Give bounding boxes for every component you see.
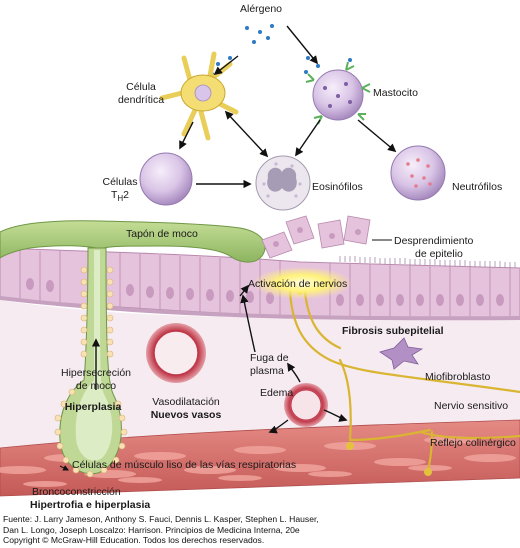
vasodilation-vessel bbox=[146, 323, 206, 383]
shed-epithelial-cells bbox=[261, 215, 371, 259]
th2-cell bbox=[139, 152, 193, 206]
edema-vessel bbox=[284, 383, 328, 427]
label-hyperplasia: Hiperplasia bbox=[65, 401, 122, 413]
label-subepithelial-fibrosis: Fibrosis subepitelial bbox=[342, 325, 444, 337]
credit-line-2: Dan L. Longo, Joseph Loscalzo: Harrison.… bbox=[3, 524, 300, 535]
smooth-muscle-cells bbox=[0, 436, 516, 487]
label-vasodilation: Vasodilatación bbox=[152, 396, 220, 408]
label-dendritic-cell-2: dendrítica bbox=[118, 94, 164, 106]
myofibroblast-cell bbox=[379, 337, 424, 370]
label-mucus-hypersecretion-2: de moco bbox=[76, 380, 116, 392]
cholinergic-branch-2 bbox=[418, 430, 520, 440]
label-eosinophils: Eosinófilos bbox=[312, 181, 363, 193]
smooth-muscle-pointer bbox=[59, 465, 70, 471]
label-dendritic-cell-1: Célula bbox=[126, 81, 156, 93]
label-smooth-muscle: Células de músculo liso de las vías resp… bbox=[72, 459, 296, 471]
sensory-nerve-branch bbox=[303, 290, 342, 350]
gland-wall-cells bbox=[54, 266, 128, 478]
smooth-muscle-layer bbox=[0, 419, 520, 497]
label-mast-cell: Mastocito bbox=[373, 87, 418, 99]
neutrophil bbox=[390, 145, 446, 201]
label-epithelial-shedding-2: de epitelio bbox=[415, 248, 463, 260]
nerve-activation-glow bbox=[252, 267, 352, 299]
mucus-plug bbox=[0, 220, 266, 263]
credit-line-3: Copyright © McGraw-Hill Education. Todos… bbox=[3, 535, 265, 546]
label-epithelial-shedding-1: Desprendimiento bbox=[394, 235, 474, 247]
label-myofibroblast: Miofibroblasto bbox=[425, 371, 491, 383]
sensory-nerve-fiber bbox=[288, 290, 520, 394]
label-edema: Edema bbox=[260, 387, 293, 399]
airway-lumen bbox=[0, 0, 520, 218]
label-new-vessels: Nuevos vasos bbox=[151, 409, 222, 421]
mast-cell bbox=[304, 58, 371, 125]
source-credit: Fuente: J. Larry Jameson, Anthony S. Fau… bbox=[3, 514, 519, 546]
label-mucus-plug: Tapón de moco bbox=[126, 228, 198, 240]
gland-lumen bbox=[75, 250, 113, 461]
label-hypertrophy-hyperplasia: Hipertrofia e hiperplasia bbox=[30, 499, 150, 511]
epithelium-nuclei bbox=[26, 278, 504, 306]
label-cholinergic-reflex: Reflejo colinérgico bbox=[430, 437, 516, 449]
label-th2-cells: Células bbox=[102, 176, 137, 188]
label-sensory-nerve: Nervio sensitivo bbox=[434, 400, 508, 412]
mucus-plug-structure bbox=[0, 220, 266, 478]
epithelium-cilia bbox=[339, 256, 516, 268]
nerve-fibers bbox=[288, 290, 520, 472]
shed-cell-nuclei bbox=[273, 227, 361, 247]
cholinergic-branch bbox=[348, 428, 432, 442]
label-th2-cells-subscript: TH2 bbox=[111, 189, 129, 203]
label-plasma-leak-2: plasma bbox=[250, 365, 284, 377]
label-plasma-leak-1: Fuga de bbox=[250, 352, 289, 364]
label-mucus-hypersecretion-1: Hipersecreción bbox=[61, 367, 131, 379]
eosinophil bbox=[255, 155, 311, 211]
dendritic-cell bbox=[159, 51, 239, 141]
credit-line-1: Fuente: J. Larry Jameson, Anthony S. Fau… bbox=[3, 514, 319, 524]
label-neutrophils: Neutrófilos bbox=[452, 181, 502, 193]
label-bronchoconstriction: Broncoconstricción bbox=[32, 486, 121, 498]
label-allergen: Alérgeno bbox=[240, 3, 282, 15]
flow-arrows bbox=[91, 25, 397, 434]
cholinergic-branch-3 bbox=[426, 430, 434, 472]
label-nerve-activation: Activación de nervios bbox=[248, 278, 347, 290]
cholinergic-fiber bbox=[338, 358, 352, 442]
basement-membrane bbox=[0, 296, 520, 321]
airway-tissue bbox=[0, 0, 520, 497]
